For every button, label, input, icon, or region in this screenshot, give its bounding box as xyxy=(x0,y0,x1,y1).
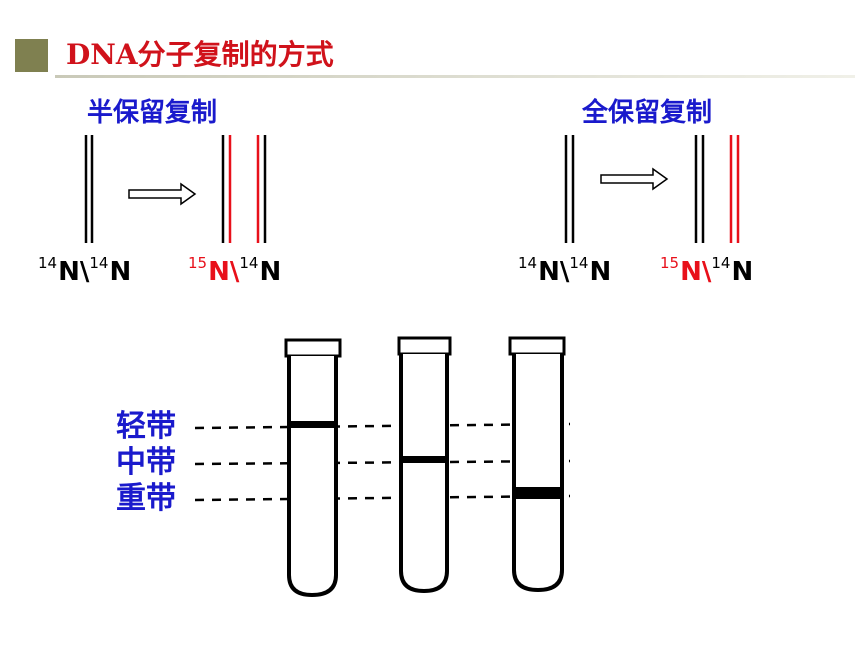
heavy-band-label: 重带 xyxy=(116,481,176,516)
conservative-daughter-isotope-label: 15N\14N xyxy=(660,254,754,287)
semi-daughter-isotope-label: 15N\14N xyxy=(188,254,282,287)
heavy-band-guide xyxy=(194,494,571,502)
middle-band xyxy=(401,456,447,463)
semi-arrow-icon xyxy=(128,182,197,206)
band-guide-lines xyxy=(194,422,571,502)
test-tube-3 xyxy=(508,336,566,593)
title-divider xyxy=(55,75,855,78)
test-tube-2 xyxy=(397,336,452,594)
conservative-parent-isotope-label: 14N\14N xyxy=(518,254,612,287)
middle-band-guide xyxy=(194,459,571,466)
page-title: DNA分子复制的方式 xyxy=(66,38,334,71)
semi-parent-isotope-label: 14N\14N xyxy=(38,254,132,287)
conservative-parent-dna xyxy=(564,135,575,243)
semi-daughter-dna xyxy=(221,135,267,243)
conservative-daughter-dna xyxy=(694,135,740,243)
semi-conservative-label: 半保留复制 xyxy=(87,98,218,128)
title-marker xyxy=(15,39,48,72)
heavy-band xyxy=(514,487,562,499)
light-band-guide xyxy=(194,422,571,430)
middle-band-label: 中带 xyxy=(116,445,176,480)
light-band xyxy=(289,421,336,428)
light-band-label: 轻带 xyxy=(116,409,176,444)
conservative-arrow-icon xyxy=(600,167,669,191)
test-tube-1 xyxy=(284,338,342,598)
semi-parent-dna xyxy=(84,135,94,243)
conservative-label: 全保留复制 xyxy=(582,98,713,128)
